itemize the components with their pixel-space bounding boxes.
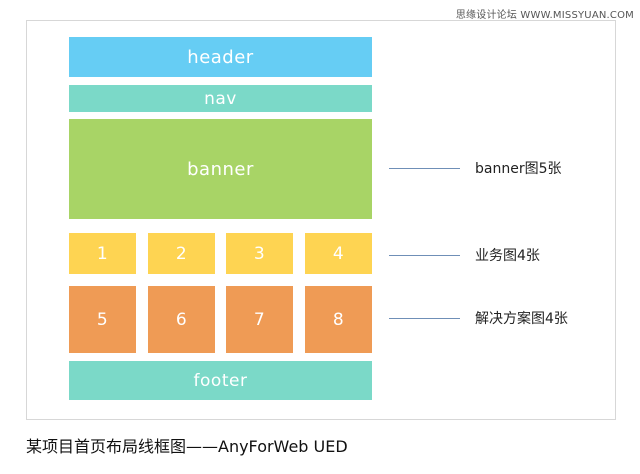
business-block-3: 3 xyxy=(226,233,293,274)
nav-block: nav xyxy=(69,85,372,112)
banner-connector-line xyxy=(389,168,460,169)
business-block-1: 1 xyxy=(69,233,136,274)
watermark: 思缘设计论坛 WWW.MISSYUAN.COM xyxy=(455,10,634,21)
solutions-annotation: 解决方案图4张 xyxy=(475,311,568,327)
banner-block: banner xyxy=(69,119,372,219)
solutions-connector-line xyxy=(389,318,460,319)
business-annotation: 业务图4张 xyxy=(475,248,540,264)
solution-block-7: 7 xyxy=(226,286,293,353)
business-block-4: 4 xyxy=(305,233,372,274)
caption: 某项目首页布局线框图——AnyForWeb UED xyxy=(26,437,348,456)
solution-block-8: 8 xyxy=(305,286,372,353)
wireframe-frame xyxy=(26,20,616,420)
business-connector-line xyxy=(389,255,460,256)
banner-annotation: banner图5张 xyxy=(475,161,562,177)
footer-block: footer xyxy=(69,361,372,400)
business-block-2: 2 xyxy=(148,233,215,274)
solution-block-6: 6 xyxy=(148,286,215,353)
solution-block-5: 5 xyxy=(69,286,136,353)
header-block: header xyxy=(69,37,372,77)
